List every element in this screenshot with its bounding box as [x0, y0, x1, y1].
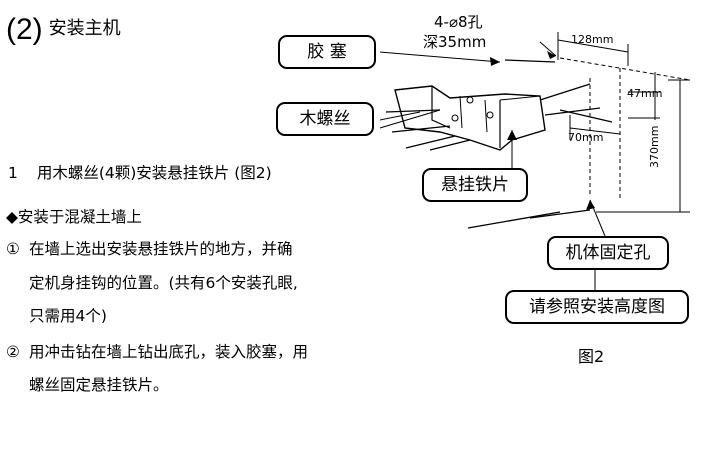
hole-spec-line-1: 4-⌀8孔 — [434, 13, 483, 31]
leader-hole-spec — [539, 41, 557, 57]
label-height-reference: 请参照安装高度图 — [505, 290, 689, 324]
item-2-line-2: 螺丝固定悬挂铁片。 — [29, 376, 169, 394]
plug-1 — [539, 83, 591, 101]
label-wood-screw: 木螺丝 — [276, 102, 374, 136]
plug-2 — [544, 107, 601, 116]
wood-screw-2 — [391, 125, 451, 133]
section-number: (2) — [6, 13, 43, 46]
hanging-plate-body — [394, 85, 546, 151]
item-2-line-1: 用冲击钻在墙上钻出底孔，装入胶塞，用 — [29, 343, 309, 361]
lower-plug — [529, 209, 591, 219]
leader-screw — [379, 111, 421, 121]
wood-screw-3 — [405, 135, 456, 149]
step-1: 1 用木螺丝(4颗)安装悬挂铁片 (图2) — [8, 163, 272, 183]
step-1-text: 用木螺丝(4颗)安装悬挂铁片 (图2) — [36, 164, 272, 182]
dim-70-line — [569, 127, 621, 135]
item-2-marker: ② — [6, 343, 20, 361]
wall-top-dashed-line — [559, 57, 691, 81]
dim-128-label: 128mm — [571, 33, 614, 46]
label-body-fixing-hole: 机体固定孔 — [547, 236, 669, 270]
item-1-line-2: 定机身挂钩的位置。(共有6个安装孔眼, — [29, 274, 298, 292]
dim-70-label: 70mm — [568, 131, 604, 144]
plug-4 — [559, 109, 613, 123]
leader-plug — [379, 51, 501, 63]
plug-3 — [504, 59, 556, 63]
dim-47-label: 47mm — [627, 87, 663, 100]
lower-screw — [467, 211, 561, 229]
item-1-line-1: 在墙上选出安装悬挂铁片的地方，并确 — [29, 240, 293, 258]
wood-screw-1 — [385, 109, 441, 113]
label-plug: 胶 塞 — [278, 35, 376, 69]
wood-screw-4 — [429, 139, 471, 151]
dim-128-line — [557, 39, 629, 53]
label-hanging-plate: 悬挂铁片 — [422, 168, 528, 202]
step-1-number: 1 — [8, 164, 18, 182]
item-1-line-3: 只需用4个) — [29, 307, 107, 325]
item-1-marker: ① — [6, 240, 20, 258]
dim-370-label: 370mm — [648, 125, 661, 168]
hole-spec-line-2: 深35mm — [423, 33, 487, 51]
section-title: 安装主机 — [48, 18, 121, 39]
concrete-heading: ◆安装于混凝土墙上 — [6, 208, 142, 226]
section-heading: (2)安装主机 — [6, 12, 121, 47]
figure-caption: 图2 — [578, 347, 605, 366]
